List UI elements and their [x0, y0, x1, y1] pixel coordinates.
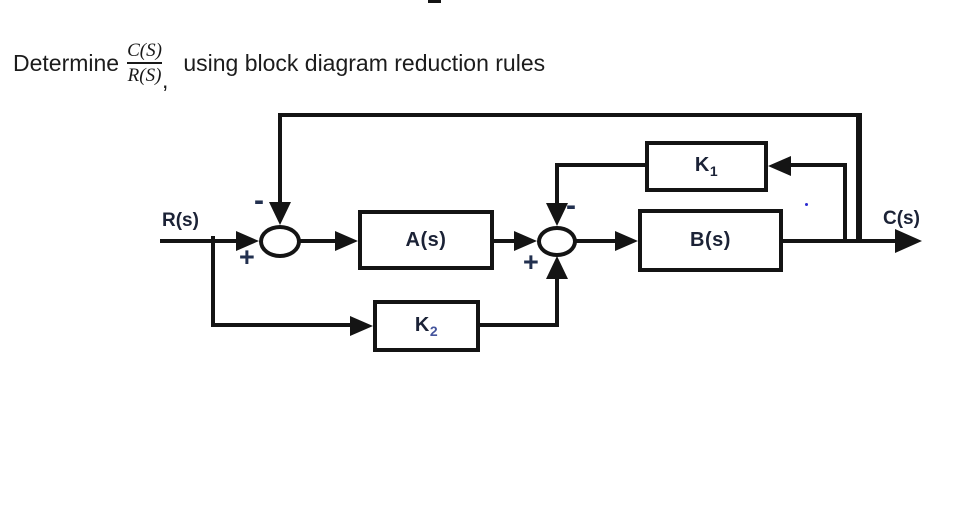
sum1-plus-sign: + [239, 242, 255, 272]
block-k1-label: K1 [694, 154, 719, 179]
arrowhead-into-blockB [615, 231, 638, 251]
block-a-label: A(s) [405, 228, 447, 251]
output-line [783, 239, 896, 243]
outer-feedback-right-riser [856, 113, 862, 243]
fraction-bar [127, 62, 162, 64]
block-k2-label: K2 [414, 313, 439, 339]
block-k2: K2 [373, 300, 480, 352]
feedforward-bottom-left-line [211, 323, 353, 327]
fraction-denominator: R(S) [127, 65, 162, 86]
arrowhead-into-blockK2 [350, 316, 373, 336]
fraction-numerator: C(S) [127, 40, 162, 61]
input-signal-label: R(s) [162, 210, 199, 231]
input-line [160, 239, 240, 243]
inner-feedback-riser [843, 163, 847, 243]
blockA-to-sum2-line [494, 239, 518, 243]
arrowhead-into-blockK1 [768, 156, 791, 176]
arrowhead-into-sum2 [514, 231, 537, 251]
arrowhead-down-into-sum1 [269, 202, 291, 225]
title-comma: , [161, 67, 169, 93]
feedforward-bottom-right-line [480, 323, 559, 327]
block-b-label: B(s) [690, 229, 731, 251]
arrowhead-up-into-sum2 [546, 256, 568, 279]
block-k2-subscript: 2 [429, 322, 439, 339]
output-signal-label: C(s) [883, 208, 920, 229]
block-k1-subscript: 1 [709, 163, 719, 179]
sum2-plus-sign: + [523, 247, 539, 277]
problem-statement: Determine C(S) R(S) , using block diagra… [13, 36, 546, 93]
outer-feedback-top-line [278, 113, 862, 117]
outer-feedback-left-drop [278, 113, 282, 203]
inner-feedback-top-left-line [557, 163, 645, 167]
summing-junction-2 [537, 226, 577, 257]
arrowhead-into-sum1 [236, 231, 259, 251]
arrowhead-output [895, 229, 922, 253]
sum2-to-blockB-line [575, 239, 618, 243]
transfer-function-fraction: C(S) R(S) [127, 40, 162, 86]
branch-down-line [211, 236, 215, 327]
artifact-dot [805, 203, 808, 206]
arrowhead-into-blockA [335, 231, 358, 251]
inner-feedback-left-drop [555, 163, 559, 205]
inner-feedback-top-right-line [787, 163, 845, 167]
block-b: B(s) [638, 209, 783, 272]
title-prefix: Determine [13, 49, 120, 76]
sum1-minus-sign: - [254, 184, 264, 217]
block-k1: K1 [645, 141, 768, 192]
arrowhead-down-into-sum2 [546, 203, 568, 226]
summing-junction-1 [259, 225, 301, 258]
title-suffix: using block diagram reduction rules [183, 49, 546, 76]
cropped-text-remnant [428, 0, 441, 3]
sum1-to-blockA-line [298, 239, 338, 243]
block-a: A(s) [358, 210, 494, 270]
feedforward-riser [555, 277, 559, 327]
sum2-minus-sign: - [566, 189, 576, 222]
